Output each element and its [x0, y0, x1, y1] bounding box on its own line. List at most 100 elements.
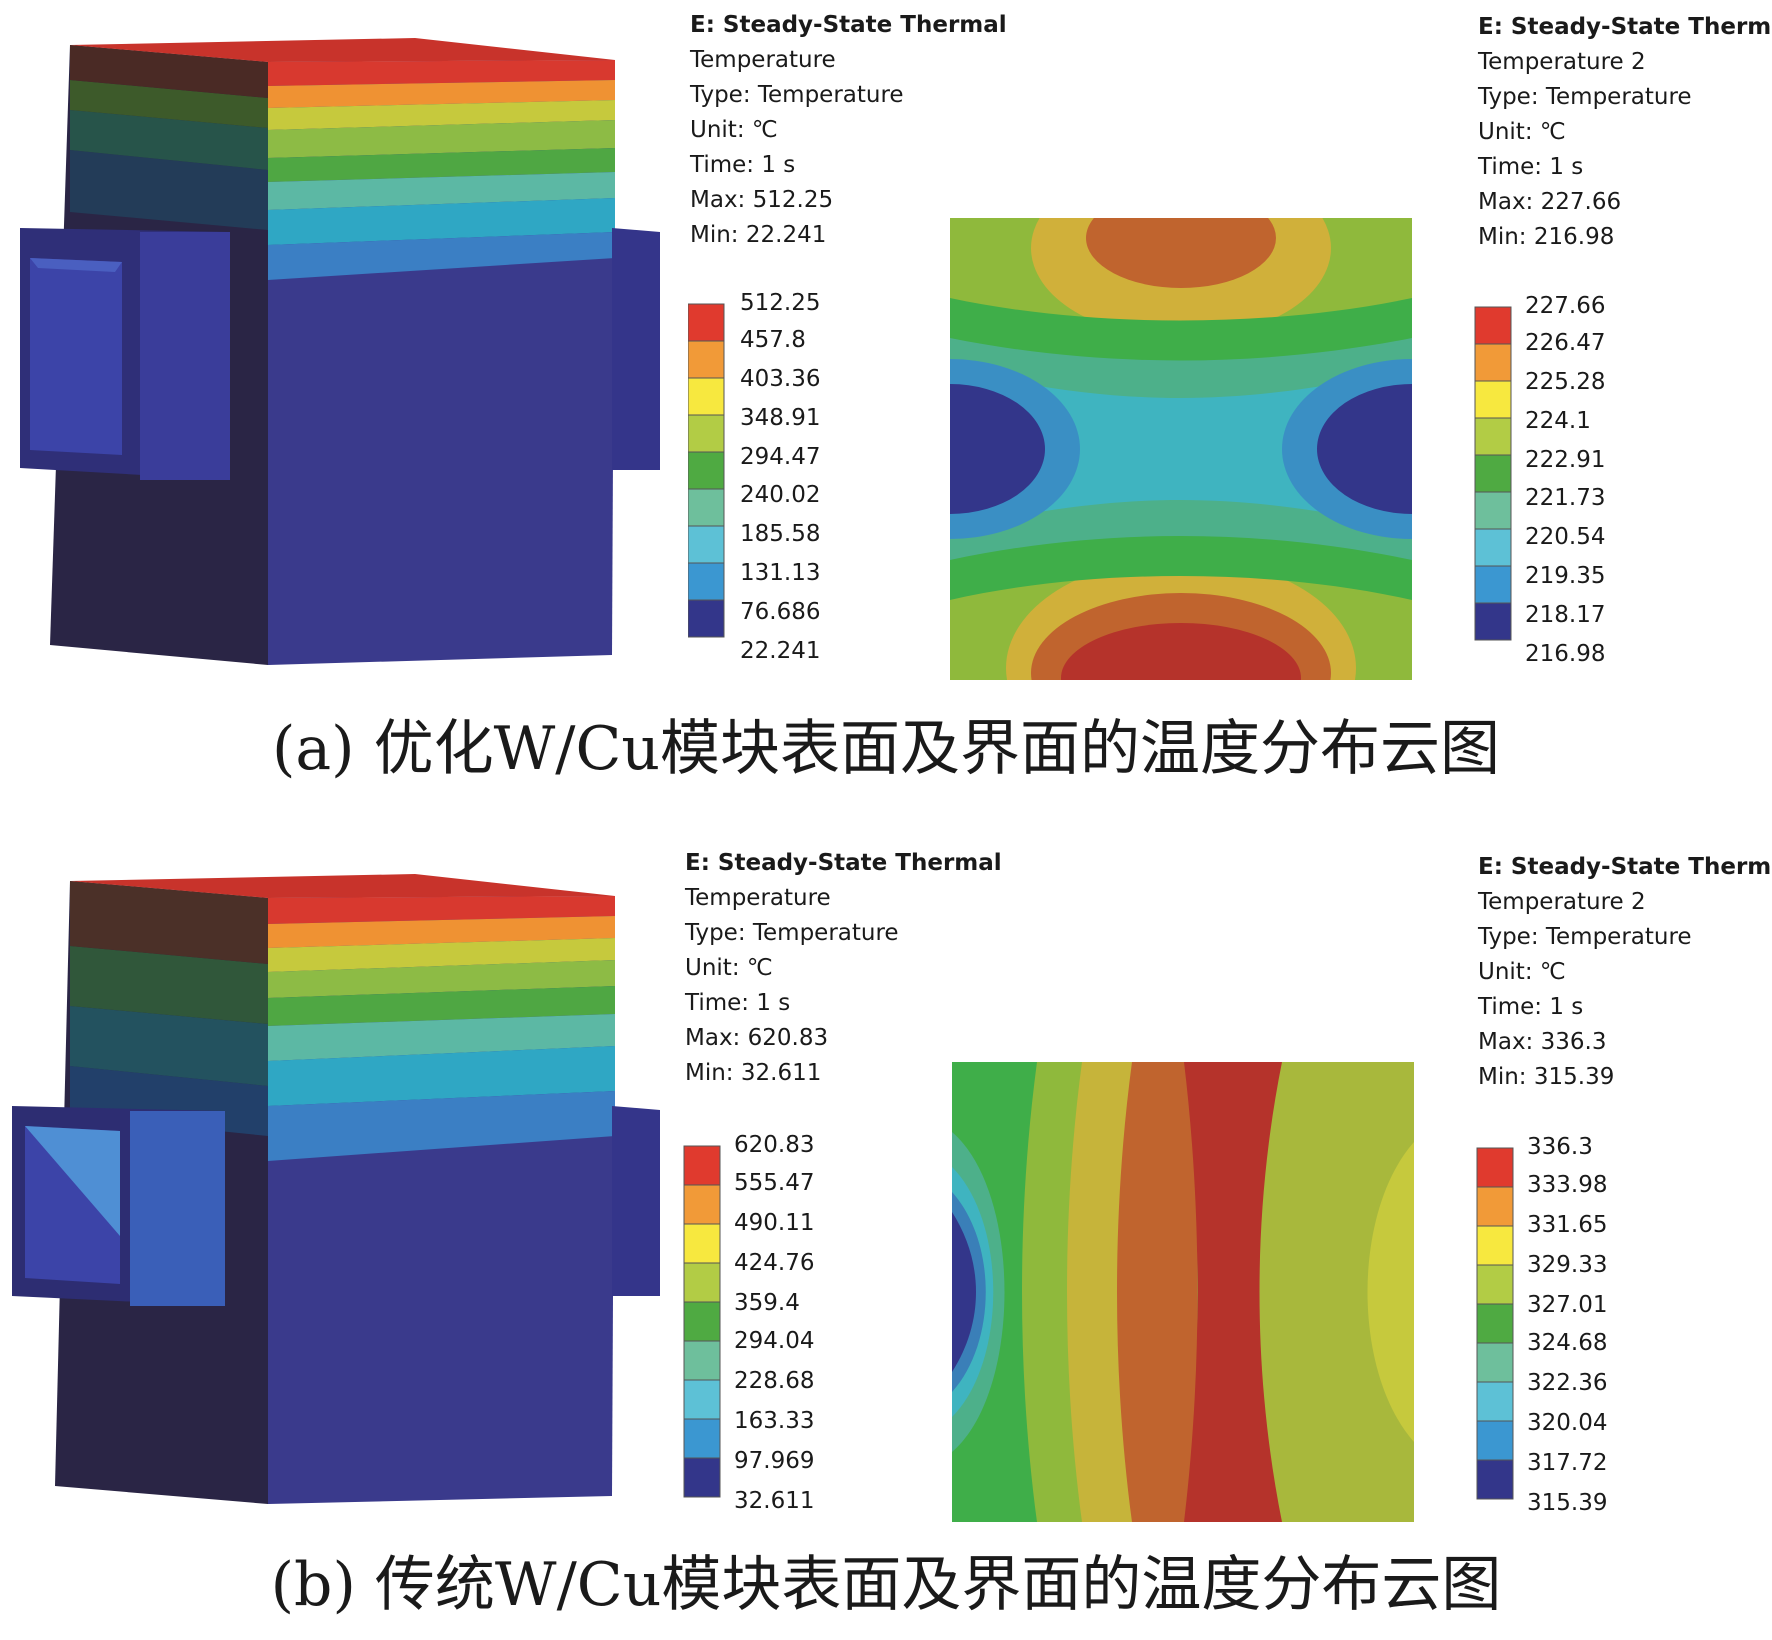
color-legend-left: 620.83 555.47 490.11 424.76 359.4 294.04…	[682, 1132, 842, 1532]
legend-value: 327.01	[1527, 1292, 1608, 1318]
legend-value: 294.47	[740, 444, 821, 470]
legend-value: 76.686	[740, 599, 821, 625]
interface-contour-plot	[952, 1062, 1414, 1522]
color-swatch	[1476, 1147, 1514, 1188]
legend-value: 348.91	[740, 405, 821, 431]
color-scale-bar	[1476, 1147, 1514, 1500]
color-swatch	[1474, 602, 1512, 641]
legend-value: 315.39	[1527, 1490, 1608, 1516]
figure-caption: (b) 传统W/Cu模块表面及界面的温度分布云图	[270, 1550, 1502, 1620]
result-type: Type: Temperature	[690, 82, 904, 108]
color-swatch	[683, 1262, 721, 1303]
result-name: Temperature	[685, 885, 831, 911]
color-swatch	[683, 1457, 721, 1498]
legend-value: 97.969	[734, 1448, 815, 1474]
result-min: Min: 22.241	[690, 222, 827, 248]
legend-value: 131.13	[740, 560, 821, 586]
legend-value: 224.1	[1525, 408, 1591, 434]
color-swatch	[1476, 1420, 1514, 1461]
legend-value: 216.98	[1525, 641, 1606, 667]
legend-info-left: E: Steady-State Thermal Temperature Type…	[685, 846, 1002, 1091]
color-scale-bar	[1474, 306, 1512, 641]
color-swatch	[683, 1223, 721, 1264]
result-name: Temperature 2	[1478, 49, 1646, 75]
result-min: Min: 32.611	[685, 1060, 822, 1086]
result-name: Temperature	[690, 47, 836, 73]
legend-value: 512.25	[740, 290, 821, 316]
color-swatch	[688, 414, 725, 453]
legend-value: 457.8	[740, 327, 806, 353]
legend-value: 336.3	[1527, 1134, 1593, 1160]
color-swatch	[688, 303, 725, 342]
legend-value: 240.02	[740, 482, 821, 508]
result-time: Time: 1 s	[1478, 154, 1584, 180]
legend-value: 219.35	[1525, 563, 1606, 589]
legend-value: 359.4	[734, 1290, 800, 1316]
legend-value: 32.611	[734, 1488, 815, 1514]
panel-a: E: Steady-State Thermal Temperature Type…	[0, 0, 1772, 784]
color-swatch	[683, 1301, 721, 1342]
legend-value: 222.91	[1525, 447, 1606, 473]
color-legend-right: 227.66 226.47 225.28 224.1 222.91 221.73…	[1473, 293, 1633, 683]
result-time: Time: 1 s	[690, 152, 796, 178]
color-swatch	[683, 1145, 721, 1186]
color-swatch	[688, 377, 725, 416]
legend-header: E: Steady-State Thermal	[685, 850, 1002, 876]
color-swatch	[688, 599, 725, 638]
legend-value: 322.36	[1527, 1370, 1608, 1396]
color-scale-bar	[688, 303, 725, 638]
color-legend-right: 336.3 333.98 331.65 329.33 327.01 324.68…	[1475, 1134, 1635, 1534]
result-max: Max: 620.83	[685, 1025, 829, 1051]
result-unit: Unit: ℃	[1478, 119, 1566, 145]
legend-value: 226.47	[1525, 330, 1606, 356]
result-max: Max: 336.3	[1478, 1029, 1607, 1055]
color-swatch	[688, 340, 725, 379]
legend-value: 331.65	[1527, 1212, 1608, 1238]
color-swatch	[688, 562, 725, 601]
result-type: Type: Temperature	[685, 920, 899, 946]
figure-caption: (a) 优化W/Cu模块表面及界面的温度分布云图	[271, 714, 1501, 784]
color-swatch	[1474, 565, 1512, 604]
legend-value: 185.58	[740, 521, 821, 547]
legend-value: 163.33	[734, 1408, 815, 1434]
color-swatch	[1476, 1342, 1514, 1383]
color-swatch	[1474, 306, 1512, 345]
legend-value: 225.28	[1525, 369, 1606, 395]
legend-value: 333.98	[1527, 1172, 1608, 1198]
color-swatch	[683, 1340, 721, 1381]
result-type: Type: Temperature	[1478, 924, 1692, 950]
color-swatch	[688, 525, 725, 564]
color-swatch	[1474, 491, 1512, 530]
legend-header: E: Steady-State Thermal	[690, 12, 1007, 38]
color-swatch	[1474, 380, 1512, 419]
legend-value: 320.04	[1527, 1410, 1608, 1436]
color-swatch	[1476, 1264, 1514, 1305]
legend-value: 227.66	[1525, 293, 1606, 319]
legend-value: 220.54	[1525, 524, 1606, 550]
result-min: Min: 216.98	[1478, 224, 1615, 250]
color-swatch	[1476, 1381, 1514, 1422]
color-swatch	[1476, 1186, 1514, 1227]
result-time: Time: 1 s	[685, 990, 791, 1016]
legend-header: E: Steady-State Thermal	[1478, 854, 1772, 880]
legend-value: 490.11	[734, 1210, 815, 1236]
legend-info-left: E: Steady-State Thermal Temperature Type…	[690, 8, 1007, 253]
result-unit: Unit: ℃	[685, 955, 773, 981]
legend-value: 317.72	[1527, 1450, 1608, 1476]
color-swatch	[1476, 1303, 1514, 1344]
color-swatch	[1474, 343, 1512, 382]
result-name: Temperature 2	[1478, 889, 1646, 915]
module-3d-view	[12, 874, 660, 1504]
panel-b: E: Steady-State Thermal Temperature Type…	[0, 836, 1772, 1620]
legend-info-right: E: Steady-State Thermal Temperature 2 Ty…	[1478, 10, 1772, 255]
color-swatch	[1474, 454, 1512, 493]
result-type: Type: Temperature	[1478, 84, 1692, 110]
result-unit: Unit: ℃	[690, 117, 778, 143]
color-swatch	[683, 1418, 721, 1459]
legend-value: 403.36	[740, 366, 821, 392]
color-scale-bar	[683, 1145, 721, 1498]
legend-value: 22.241	[740, 638, 821, 664]
result-unit: Unit: ℃	[1478, 959, 1566, 985]
legend-header: E: Steady-State Thermal	[1478, 14, 1772, 40]
legend-value: 221.73	[1525, 485, 1606, 511]
